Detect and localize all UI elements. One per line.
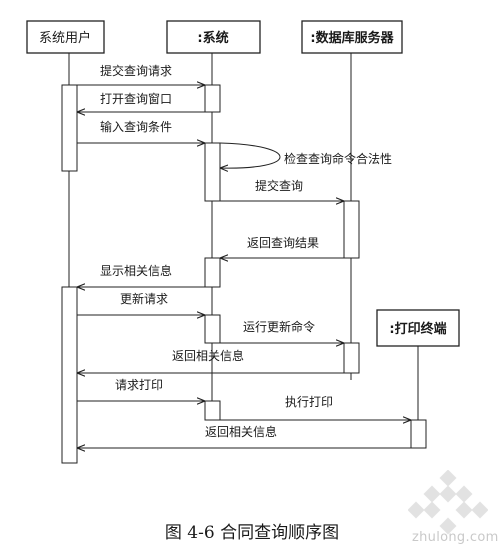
participant-printer: :打印终端 [376, 309, 460, 347]
message-10-label: 返回相关信息 [172, 348, 244, 363]
message-3: 输入查询条件 [77, 119, 205, 143]
activation-system-5 [204, 400, 221, 421]
participant-system: :系统 [166, 20, 261, 54]
zhulong-logo-icon [408, 470, 488, 535]
activation-system-2 [204, 142, 221, 202]
message-2: 打开查询窗口 [77, 92, 212, 112]
message-4-label: 检查查询命令合法性 [284, 151, 392, 166]
message-5: 提交查询 [220, 178, 344, 201]
message-5-label: 提交查询 [255, 178, 303, 193]
message-4-self: 检查查询命令合法性 [220, 142, 392, 168]
activation-db-1 [343, 200, 360, 259]
message-7-label: 显示相关信息 [100, 263, 172, 278]
message-7: 显示相关信息 [77, 263, 205, 287]
message-13: 返回相关信息 [77, 424, 411, 448]
participant-db: :数据库服务器 [301, 20, 403, 54]
watermark-text: zhulong.com [412, 530, 499, 545]
message-1: 提交查询请求 [69, 63, 205, 85]
participant-user: 系统用户 [26, 20, 105, 54]
participant-user-label: 系统用户 [39, 30, 91, 46]
message-12-label: 执行打印 [285, 395, 333, 409]
message-9: 运行更新命令 [220, 319, 344, 343]
message-13-label: 返回相关信息 [205, 424, 277, 439]
message-11-label: 请求打印 [115, 378, 163, 392]
message-3-label: 输入查询条件 [100, 119, 172, 134]
message-6: 返回查询结果 [220, 236, 344, 258]
participant-system-label: :系统 [197, 30, 228, 46]
message-1-label: 提交查询请求 [100, 63, 172, 78]
activation-system-3 [204, 257, 221, 288]
activation-system-4 [204, 314, 221, 344]
activation-user-1 [61, 84, 78, 172]
message-8-label: 更新请求 [120, 291, 168, 306]
message-11: 请求打印 [77, 378, 205, 401]
activation-system-1 [204, 84, 221, 113]
participant-db-label: :数据库服务器 [310, 30, 394, 46]
message-12: 执行打印 [220, 395, 411, 420]
message-2-label: 打开查询窗口 [100, 92, 172, 106]
message-9-label: 运行更新命令 [243, 319, 315, 334]
participant-printer-label: :打印终端 [389, 321, 446, 337]
message-10: 返回相关信息 [77, 348, 344, 373]
activation-user-2 [61, 286, 78, 464]
activation-printer-1 [410, 419, 427, 449]
figure-caption: 图 4-6 合同查询顺序图 [164, 523, 340, 543]
message-6-label: 返回查询结果 [247, 236, 319, 250]
activation-db-2 [343, 342, 360, 374]
message-8: 更新请求 [77, 291, 205, 315]
